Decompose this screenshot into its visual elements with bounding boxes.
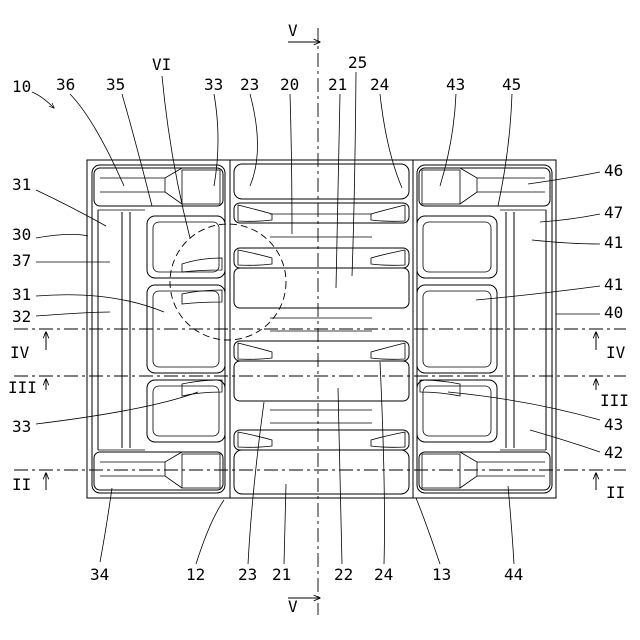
ref-12: 12: [186, 565, 205, 584]
ref-41-lower: 41: [604, 275, 623, 294]
section-ii-right: II: [606, 483, 625, 502]
section-iii-right: III: [600, 391, 629, 410]
ref-43-top: 43: [446, 75, 465, 94]
section-iv-left: IV: [10, 343, 30, 362]
ref-37: 37: [12, 251, 31, 270]
section-iii-left: III: [8, 378, 37, 397]
section-markers: V V IV IV III III II II: [8, 21, 629, 616]
ref-23-bottom: 23: [238, 565, 257, 584]
ref-45: 45: [502, 75, 521, 94]
ref-21-bottom: 21: [272, 565, 291, 584]
ref-34: 34: [90, 565, 109, 584]
ref-44: 44: [504, 565, 523, 584]
ref-36: 36: [56, 75, 75, 94]
section-v-top: V: [288, 21, 298, 40]
ref-33-top: 33: [204, 75, 223, 94]
ref-24-top: 24: [370, 75, 389, 94]
ref-22: 22: [334, 565, 353, 584]
detail-circle-vi: [170, 224, 286, 340]
section-ii-left: II: [12, 475, 31, 494]
ref-43-right: 43: [604, 415, 623, 434]
ref-25: 25: [348, 53, 367, 72]
ref-47: 47: [604, 203, 623, 222]
ref-31-upper: 31: [12, 175, 31, 194]
ref-21-top: 21: [328, 75, 347, 94]
ref-31-lower: 31: [12, 285, 31, 304]
ref-10: 10: [12, 77, 31, 96]
ref-35: 35: [106, 75, 125, 94]
ref-42: 42: [604, 443, 623, 462]
ref-23-top: 23: [240, 75, 259, 94]
ref-13: 13: [432, 565, 451, 584]
ref-40: 40: [604, 303, 623, 322]
ref-41-upper: 41: [604, 233, 623, 252]
section-iv-right: IV: [606, 343, 626, 362]
ref-46: 46: [604, 161, 623, 180]
ref-vi: VI: [152, 55, 171, 74]
ref-20: 20: [280, 75, 299, 94]
ref-33-left: 33: [12, 417, 31, 436]
ref-32: 32: [12, 307, 31, 326]
ref-30: 30: [12, 225, 31, 244]
ref-24-bottom: 24: [374, 565, 393, 584]
section-v-bottom: V: [288, 597, 298, 616]
